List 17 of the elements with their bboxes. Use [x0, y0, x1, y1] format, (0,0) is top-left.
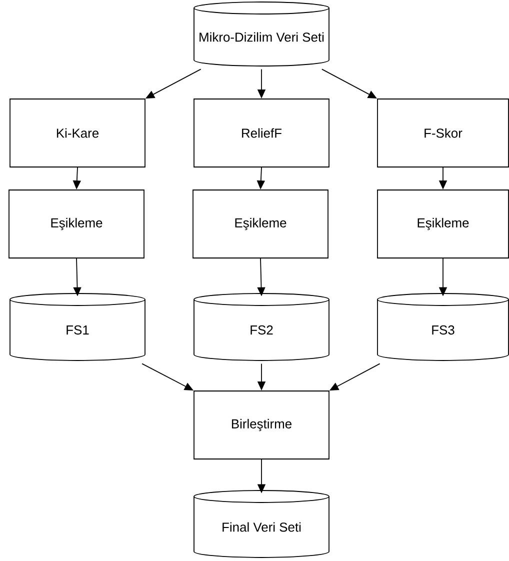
database-cylinder: FS3 — [377, 293, 509, 361]
process-box: ReliefF — [194, 98, 330, 168]
node-label: Final Veri Seti — [222, 522, 301, 532]
node-label: FS1 — [66, 325, 89, 335]
node-label: FS2 — [250, 325, 273, 335]
process-box: F-Skor — [377, 98, 509, 168]
process-box: Eşikleme — [192, 190, 328, 258]
node-label: Mikro-Dizilim Veri Seti — [200, 32, 324, 42]
node-label: FS3 — [432, 325, 454, 335]
process-box: Ki-Kare — [10, 98, 146, 168]
database-cylinder: Final Veri Seti — [194, 490, 330, 558]
process-box: Eşikleme — [8, 190, 144, 258]
database-cylinder: FS1 — [10, 293, 146, 361]
database-cylinder: Mikro-Dizilim Veri Seti — [194, 2, 330, 66]
database-cylinder: FS2 — [194, 293, 330, 361]
process-box: Eşikleme — [377, 190, 509, 258]
process-box: Birleştirme — [194, 390, 330, 460]
